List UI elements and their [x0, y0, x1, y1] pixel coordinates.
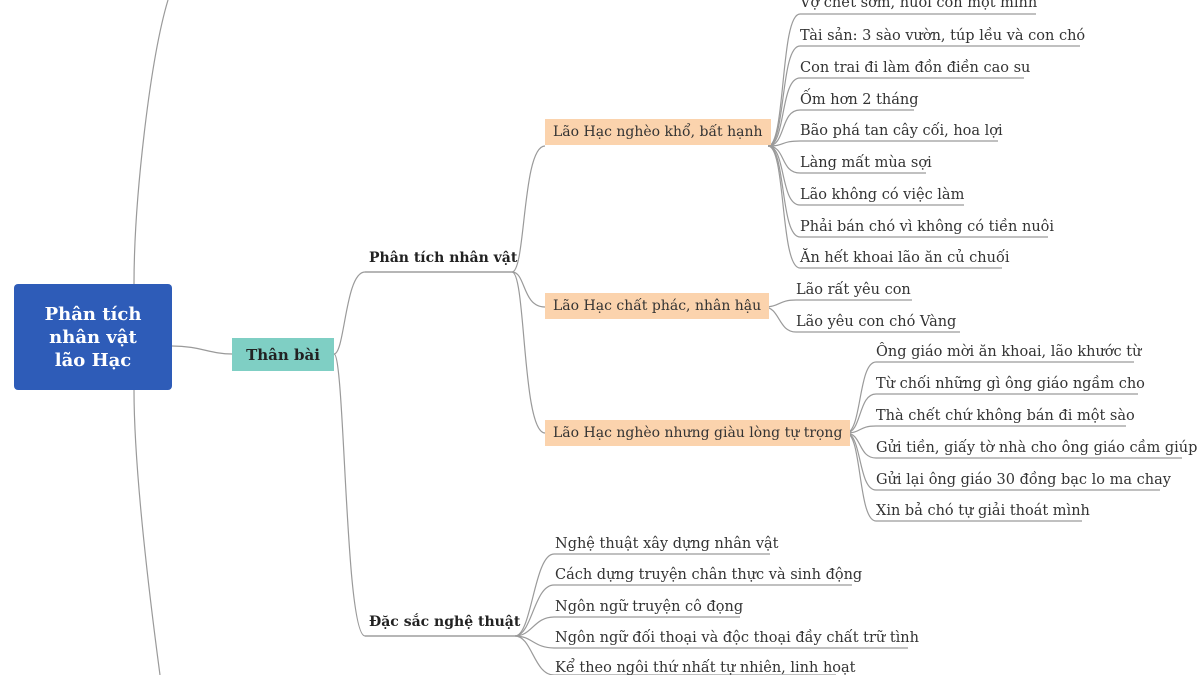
leaf-label: Thà chết chứ không bán đi một sào — [876, 408, 1135, 424]
leaf-poor-1[interactable]: Tài sản: 3 sào vườn, túp lều và con chó — [800, 26, 1085, 46]
leaf-label: Tài sản: 3 sào vườn, túp lều và con chó — [800, 28, 1086, 44]
link-root-body — [171, 345, 233, 355]
root-branch-up — [133, 0, 169, 285]
character-analysis-node[interactable]: Phân tích nhân vật — [369, 250, 517, 266]
leaf-label: Xin bả chó tự giải thoát mình — [876, 503, 1090, 519]
body-section-node[interactable]: Thân bài — [232, 338, 334, 371]
leaf-proud-1[interactable]: Từ chối những gì ông giáo ngầm cho — [876, 374, 1145, 394]
poor-unhappy-node[interactable]: Lão Hạc nghèo khổ, bất hạnh — [545, 119, 771, 145]
leaf-label: Nghệ thuật xây dựng nhân vật — [555, 536, 779, 552]
leaf-label: Ngôn ngữ truyện cô đọng — [555, 599, 744, 615]
leaf-poor-0[interactable]: Vợ chết sớm, nuôi con một mình — [800, 0, 1037, 13]
leaf-label: Lão không có việc làm — [800, 187, 965, 203]
leaf-proud-3[interactable]: Gửi tiền, giấy tờ nhà cho ông giáo cầm g… — [876, 438, 1197, 458]
leaf-proud-5[interactable]: Xin bả chó tự giải thoát mình — [876, 501, 1090, 521]
art-features-node[interactable]: Đặc sắc nghệ thuật — [369, 614, 520, 630]
leaf-label: Cách dựng truyện chân thực và sinh động — [555, 567, 863, 583]
leaf-label: Phải bán chó vì không có tiền nuôi — [800, 219, 1055, 235]
link-character-kind — [511, 271, 546, 308]
leaf-label: Ăn hết khoai lão ăn củ chuối — [800, 250, 1010, 266]
kind-simple-node[interactable]: Lão Hạc chất phác, nhân hậu — [545, 293, 770, 319]
leaf-label: Lão rất yêu con — [796, 282, 911, 298]
leaf-label: Từ chối những gì ông giáo ngầm cho — [876, 376, 1145, 392]
leaf-art-1[interactable]: Cách dựng truyện chân thực và sinh động — [555, 565, 862, 585]
root-branch-down — [133, 389, 161, 675]
leaf-proud-2[interactable]: Thà chết chứ không bán đi một sào — [876, 406, 1135, 426]
leaf-art-2[interactable]: Ngôn ngữ truyện cô đọng — [555, 597, 743, 617]
body-section-label: Thân bài — [246, 345, 320, 364]
root-node[interactable]: Phân tích nhân vật lão Hạc — [14, 284, 172, 390]
leaf-poor-7[interactable]: Phải bán chó vì không có tiền nuôi — [800, 217, 1054, 237]
leaf-poor-3[interactable]: Ốm hơn 2 tháng — [800, 90, 919, 110]
leaf-label: Ốm hơn 2 tháng — [800, 92, 919, 108]
link-character-poor — [511, 145, 546, 273]
leaf-kind-0[interactable]: Lão rất yêu con — [796, 280, 911, 300]
kind-simple-label: Lão Hạc chất phác, nhân hậu — [553, 298, 762, 314]
leaf-label: Làng mất mùa sợi — [800, 155, 932, 171]
leaf-art-4[interactable]: Kể theo ngôi thứ nhất tự nhiên, linh hoạ… — [555, 658, 856, 678]
link-body-character — [333, 271, 512, 355]
leaf-label: Gửi tiền, giấy tờ nhà cho ông giáo cầm g… — [876, 440, 1198, 456]
poor-proud-node[interactable]: Lão Hạc nghèo nhưng giàu lòng tự trọng — [545, 420, 851, 446]
leaf-label: Bão phá tan cây cối, hoa lợi — [800, 123, 1003, 139]
leaf-poor-4[interactable]: Bão phá tan cây cối, hoa lợi — [800, 121, 1003, 141]
art-features-label: Đặc sắc nghệ thuật — [369, 614, 521, 630]
leaf-poor-8[interactable]: Ăn hết khoai lão ăn củ chuối — [800, 248, 1009, 268]
leaf-art-3[interactable]: Ngôn ngữ đối thoại và độc thoại đầy chất… — [555, 628, 919, 648]
link-body-art — [333, 353, 515, 637]
leaf-label: Lão yêu con chó Vàng — [796, 314, 957, 330]
poor-proud-label: Lão Hạc nghèo nhưng giàu lòng tự trọng — [553, 425, 843, 441]
root-label: Phân tích nhân vật lão Hạc — [44, 303, 142, 371]
link-character-proud — [511, 271, 546, 434]
leaf-label: Kể theo ngôi thứ nhất tự nhiên, linh hoạ… — [555, 660, 856, 676]
leaf-poor-2[interactable]: Con trai đi làm đồn điền cao su — [800, 58, 1030, 78]
leaf-proud-4[interactable]: Gửi lại ông giáo 30 đồng bạc lo ma chay — [876, 470, 1171, 490]
leaf-kind-1[interactable]: Lão yêu con chó Vàng — [796, 312, 956, 332]
leaf-label: Ông giáo mời ăn khoai, lão khước từ — [876, 344, 1142, 360]
leaf-poor-6[interactable]: Lão không có việc làm — [800, 185, 964, 205]
leaf-poor-5[interactable]: Làng mất mùa sợi — [800, 153, 932, 173]
leaf-label: Ngôn ngữ đối thoại và độc thoại đầy chất… — [555, 630, 919, 646]
leaf-proud-0[interactable]: Ông giáo mời ăn khoai, lão khước từ — [876, 342, 1141, 362]
leaf-label: Gửi lại ông giáo 30 đồng bạc lo ma chay — [876, 472, 1171, 488]
character-analysis-label: Phân tích nhân vật — [369, 250, 518, 266]
leaf-label: Vợ chết sớm, nuôi con một mình — [800, 0, 1038, 11]
leaf-art-0[interactable]: Nghệ thuật xây dựng nhân vật — [555, 534, 779, 554]
poor-unhappy-label: Lão Hạc nghèo khổ, bất hạnh — [553, 124, 763, 140]
leaf-label: Con trai đi làm đồn điền cao su — [800, 60, 1031, 76]
